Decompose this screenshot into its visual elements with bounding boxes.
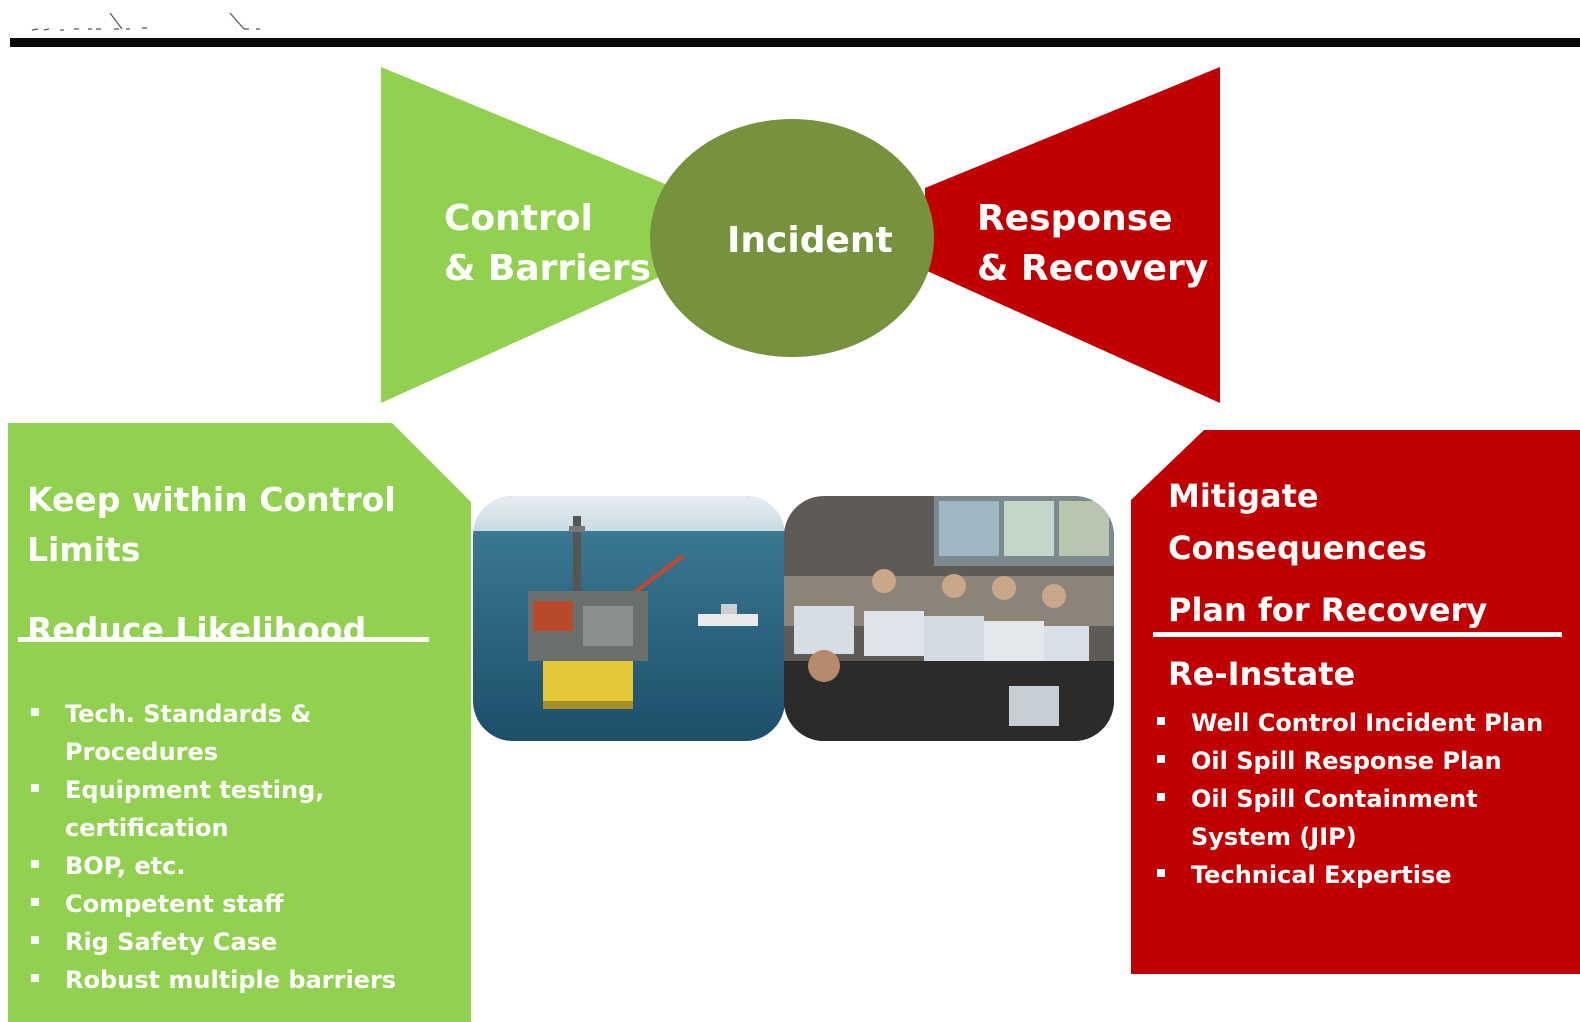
incident-circle: [650, 119, 934, 357]
control-barriers-wing: [381, 67, 675, 403]
right-underline: [1153, 632, 1562, 637]
control-barriers-label: Control & Barriers: [444, 198, 652, 289]
left-underline: [18, 637, 429, 642]
right-panel: Mitigate Consequences Plan for Recovery …: [1157, 470, 1568, 894]
list-item: Equipment testing, certification: [27, 771, 427, 847]
left-panel-background: [8, 423, 471, 1022]
response-recovery-wing: [925, 67, 1220, 403]
top-rule: [10, 38, 1580, 47]
list-item: Technical Expertise: [1153, 856, 1548, 894]
mitigate-consequences-heading: Mitigate Consequences: [1168, 477, 1427, 567]
right-bullet-list: Well Control Incident Plan Oil Spill Res…: [1153, 704, 1548, 894]
list-item: Oil Spill Response Plan: [1153, 742, 1548, 780]
list-item: Tech. Standards & Procedures: [27, 695, 427, 771]
header-logo-scribble: [31, 12, 260, 31]
left-bullet-list: Tech. Standards & Procedures Equipment t…: [27, 695, 427, 999]
re-instate-heading: Re-Instate: [1168, 655, 1356, 693]
list-item: Rig Safety Case: [27, 923, 427, 961]
plan-for-recovery-heading: Plan for Recovery: [1168, 591, 1488, 629]
offshore-platform-photo: [473, 496, 785, 741]
list-item: Well Control Incident Plan: [1153, 704, 1548, 742]
list-item: Robust multiple barriers: [27, 961, 427, 999]
response-recovery-label: Response & Recovery: [977, 198, 1209, 289]
list-item: Competent staff: [27, 885, 427, 923]
incident-label: Incident: [727, 220, 893, 261]
control-room-photo: [784, 496, 1114, 741]
bowtie-diagram: [381, 67, 1220, 403]
keep-within-control-heading: Keep within Control Limits: [27, 480, 396, 569]
left-panel: Keep within Control Limits Reduce Likeli…: [27, 475, 457, 999]
list-item: BOP, etc.: [27, 847, 427, 885]
right-panel-background: [1131, 430, 1580, 974]
reduce-likelihood-heading: Reduce Likelihood: [27, 610, 367, 649]
list-item: Oil Spill Containment System (JIP): [1153, 780, 1491, 856]
